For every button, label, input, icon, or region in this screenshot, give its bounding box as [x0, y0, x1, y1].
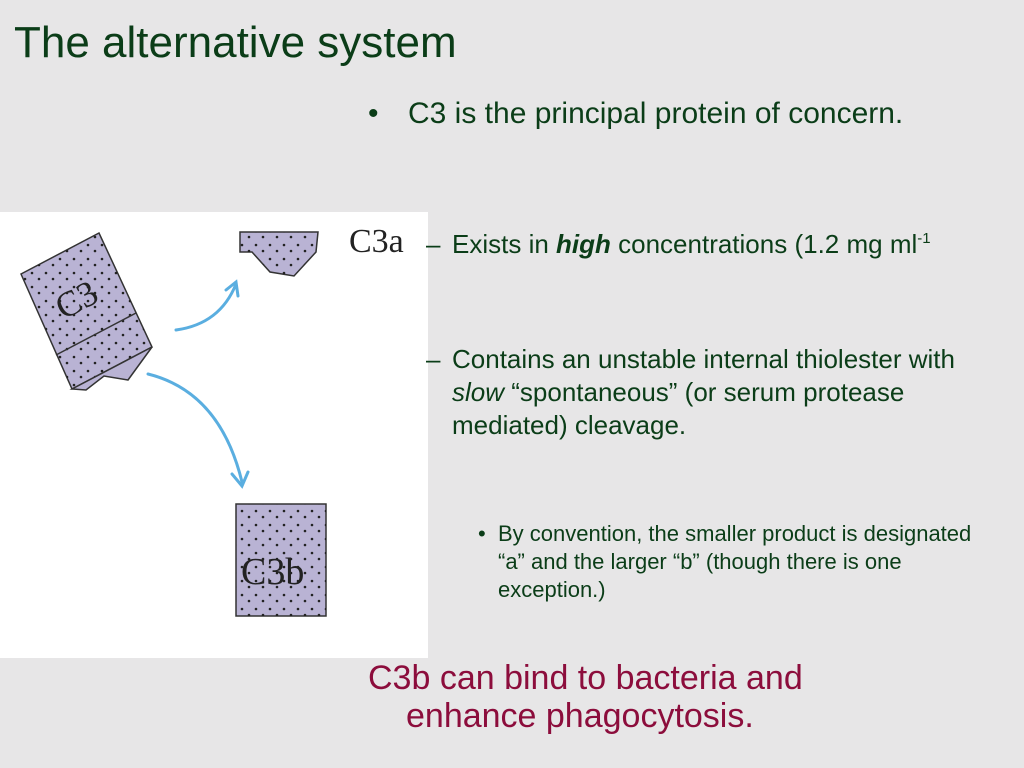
bullet-icon: • — [478, 521, 486, 546]
bullet-text: By convention, the smaller product is de… — [498, 521, 972, 602]
conclusion-line-2: enhance phagocytosis. — [406, 697, 754, 735]
bullet-convention: • By convention, the smaller product is … — [478, 520, 978, 604]
arrow-to-c3b-icon — [146, 372, 250, 489]
c3a-fragment — [239, 231, 319, 277]
text-suffix: concentrations (1.2 mg ml — [610, 229, 918, 259]
arrow-to-c3a-icon — [174, 279, 240, 332]
sub-bullet-thiolester: – Contains an unstable internal thiolest… — [426, 343, 966, 442]
c3b-fragment: C3b — [235, 503, 327, 617]
conclusion-text: C3b can bind to bacteria and enhance pha… — [368, 659, 988, 735]
dash-icon: – — [426, 229, 441, 259]
bullet-principal-protein: • C3 is the principal protein of concern… — [368, 96, 928, 131]
text-prefix: Exists in — [452, 229, 557, 259]
sub-bullet-concentration: – Exists in high concentrations (1.2 mg … — [426, 228, 966, 261]
slide-title: The alternative system — [14, 18, 457, 67]
sub-bullet-text: Exists in high concentrations (1.2 mg ml… — [452, 228, 966, 261]
c3-cleavage-diagram: C3 C3b — [0, 212, 428, 658]
text-suffix: “spontaneous” (or serum protease mediate… — [452, 377, 905, 440]
c3b-label: C3b — [241, 551, 304, 593]
conclusion-line-1: C3b can bind to bacteria and — [368, 659, 803, 697]
superscript: -1 — [917, 230, 931, 247]
text-prefix: Contains an unstable internal thiolester… — [452, 344, 955, 374]
c3-molecule: C3 — [20, 231, 153, 391]
emphasis-slow: slow — [452, 377, 505, 407]
c3a-label: C3a — [347, 222, 407, 262]
bullet-icon: • — [368, 97, 379, 130]
emphasis-high: high — [556, 229, 611, 259]
sub-bullet-text: Contains an unstable internal thiolester… — [452, 343, 966, 442]
bullet-text: C3 is the principal protein of concern. — [408, 97, 904, 130]
dash-icon: – — [426, 344, 441, 374]
